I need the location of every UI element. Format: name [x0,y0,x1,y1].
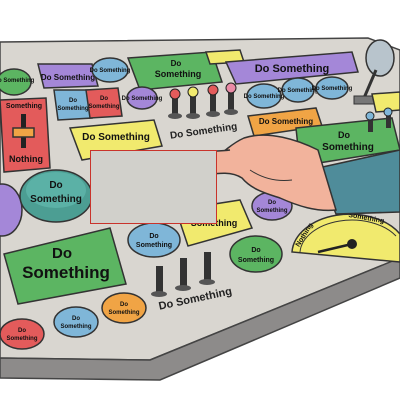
round-button-green-lower[interactable]: Do Something [229,235,283,273]
button-label-line2: Something [30,194,82,205]
slider-bottom-label: Nothing [9,154,43,164]
button-label-line1: Do [149,233,158,240]
button-label: Do Something [312,86,353,92]
gauge-needle [317,242,353,254]
button-label-line1: Do [100,96,108,102]
button-label-line1: Do [49,180,62,191]
satellite-dish-icon [353,39,395,105]
button-label-line2: Something [257,208,288,214]
toggle-switches-top[interactable] [168,82,238,119]
button-label-line1: Do [268,200,276,206]
button-label: Do Something [122,96,163,102]
slider-top-label: Something [6,103,42,110]
round-button-blue-bottom[interactable]: Do Something [53,306,99,338]
round-button-blue-right3[interactable]: Do Something [312,76,353,100]
button-label-line1: Do [251,247,260,254]
yellow-block-button-right[interactable] [371,91,400,113]
round-button-teal-large[interactable]: Do Something [19,169,93,223]
round-button-orange-bottom[interactable]: Do Something [101,292,147,324]
button-label-line1: Do [171,59,182,68]
button-label-line2: Something [22,263,110,282]
button-label: Do Something [278,88,319,94]
button-label: Do Something [0,78,35,84]
button-label-line2: Something [322,142,374,153]
toggle-switches-bottom[interactable] [151,252,215,297]
toggle-switches-right[interactable] [365,107,393,132]
button-label: Do Something [244,94,285,100]
button-label-line2: Something [61,324,92,330]
pointing-hand-illustration [183,134,400,215]
purple-block-button[interactable]: Do Something [37,63,99,89]
purple-block-button-long[interactable]: Do Something [224,51,359,85]
button-label: Do Something [82,132,150,143]
button-label-line2: Something [155,69,202,79]
round-button-blue-right2[interactable]: Do Something [278,77,319,103]
button-label-line1: Do [72,316,80,322]
button-label-line2: Something [89,104,120,110]
round-button-blue-right1[interactable]: Do Something [244,83,285,109]
button-label-line2: Something [7,336,38,342]
button-label: Do Something [90,68,131,74]
green-block-button-bottom-large[interactable]: Do Something [3,227,127,305]
round-button-blue-top[interactable]: Do Something [90,57,131,83]
button-label-line1: Do [18,328,26,334]
purple-side-button-left[interactable] [0,183,23,237]
button-label: Do Something [259,117,313,126]
button-label-line2: Something [136,242,172,249]
nothing-slider[interactable]: Something Nothing [0,97,51,173]
button-label-line1: Do [52,245,72,262]
green-block-button-large[interactable]: Do Something [126,51,224,91]
button-label-line2: Something [109,310,140,316]
button-label-line2: Something [58,106,89,112]
round-button-red-bottom[interactable]: Do Something [0,318,45,350]
button-label-line1: Do [338,130,350,140]
button-label: Do Something [41,73,95,82]
knuckle-line [249,169,293,181]
stacked-button-red[interactable]: Do Something [85,87,123,119]
board-side [0,257,400,381]
round-button-top-left[interactable]: Do Something [0,68,35,96]
round-button-blue-lower[interactable]: Do Something [127,222,181,258]
slider-knob[interactable] [12,127,35,138]
blank-placeholder-card [90,150,217,224]
button-label-line1: Do [69,98,77,104]
round-button-purple[interactable]: Do Something [122,86,163,110]
button-label-line2: Something [238,257,274,264]
button-label-line1: Do [120,302,128,308]
button-label: Do Something [255,63,330,75]
hand [193,134,337,212]
